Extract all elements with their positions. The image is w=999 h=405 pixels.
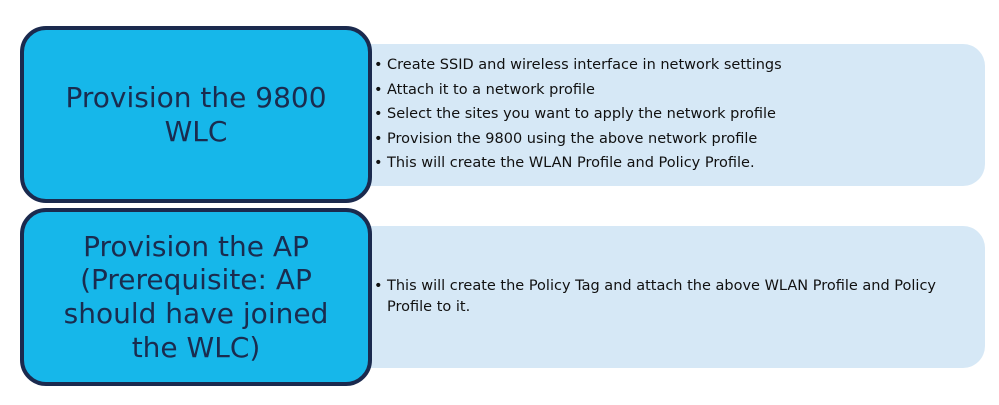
- step-1-title: Provision the 9800 WLC: [65, 80, 327, 148]
- step-1-bullet-3: Select the sites you want to apply the n…: [374, 102, 782, 127]
- step-2-bullet-1: This will create the Policy Tag and atta…: [374, 276, 947, 318]
- step-1-bullet-list: Create SSID and wireless interface in ne…: [374, 53, 782, 176]
- step-1-bullet-1: Create SSID and wireless interface in ne…: [374, 53, 782, 78]
- step-1-bullet-2: Attach it to a network profile: [374, 78, 782, 103]
- step-2-bullet-list: This will create the Policy Tag and atta…: [374, 276, 947, 318]
- step-1-box: Provision the 9800 WLC: [20, 26, 372, 203]
- step-2-box: Provision the AP (Prerequisite: AP shoul…: [20, 208, 372, 386]
- step-2-title: Provision the AP (Prerequisite: AP shoul…: [63, 229, 329, 364]
- step-1-bullet-4: Provision the 9800 using the above netwo…: [374, 127, 782, 152]
- step-1-bullet-5: This will create the WLAN Profile and Po…: [374, 151, 782, 176]
